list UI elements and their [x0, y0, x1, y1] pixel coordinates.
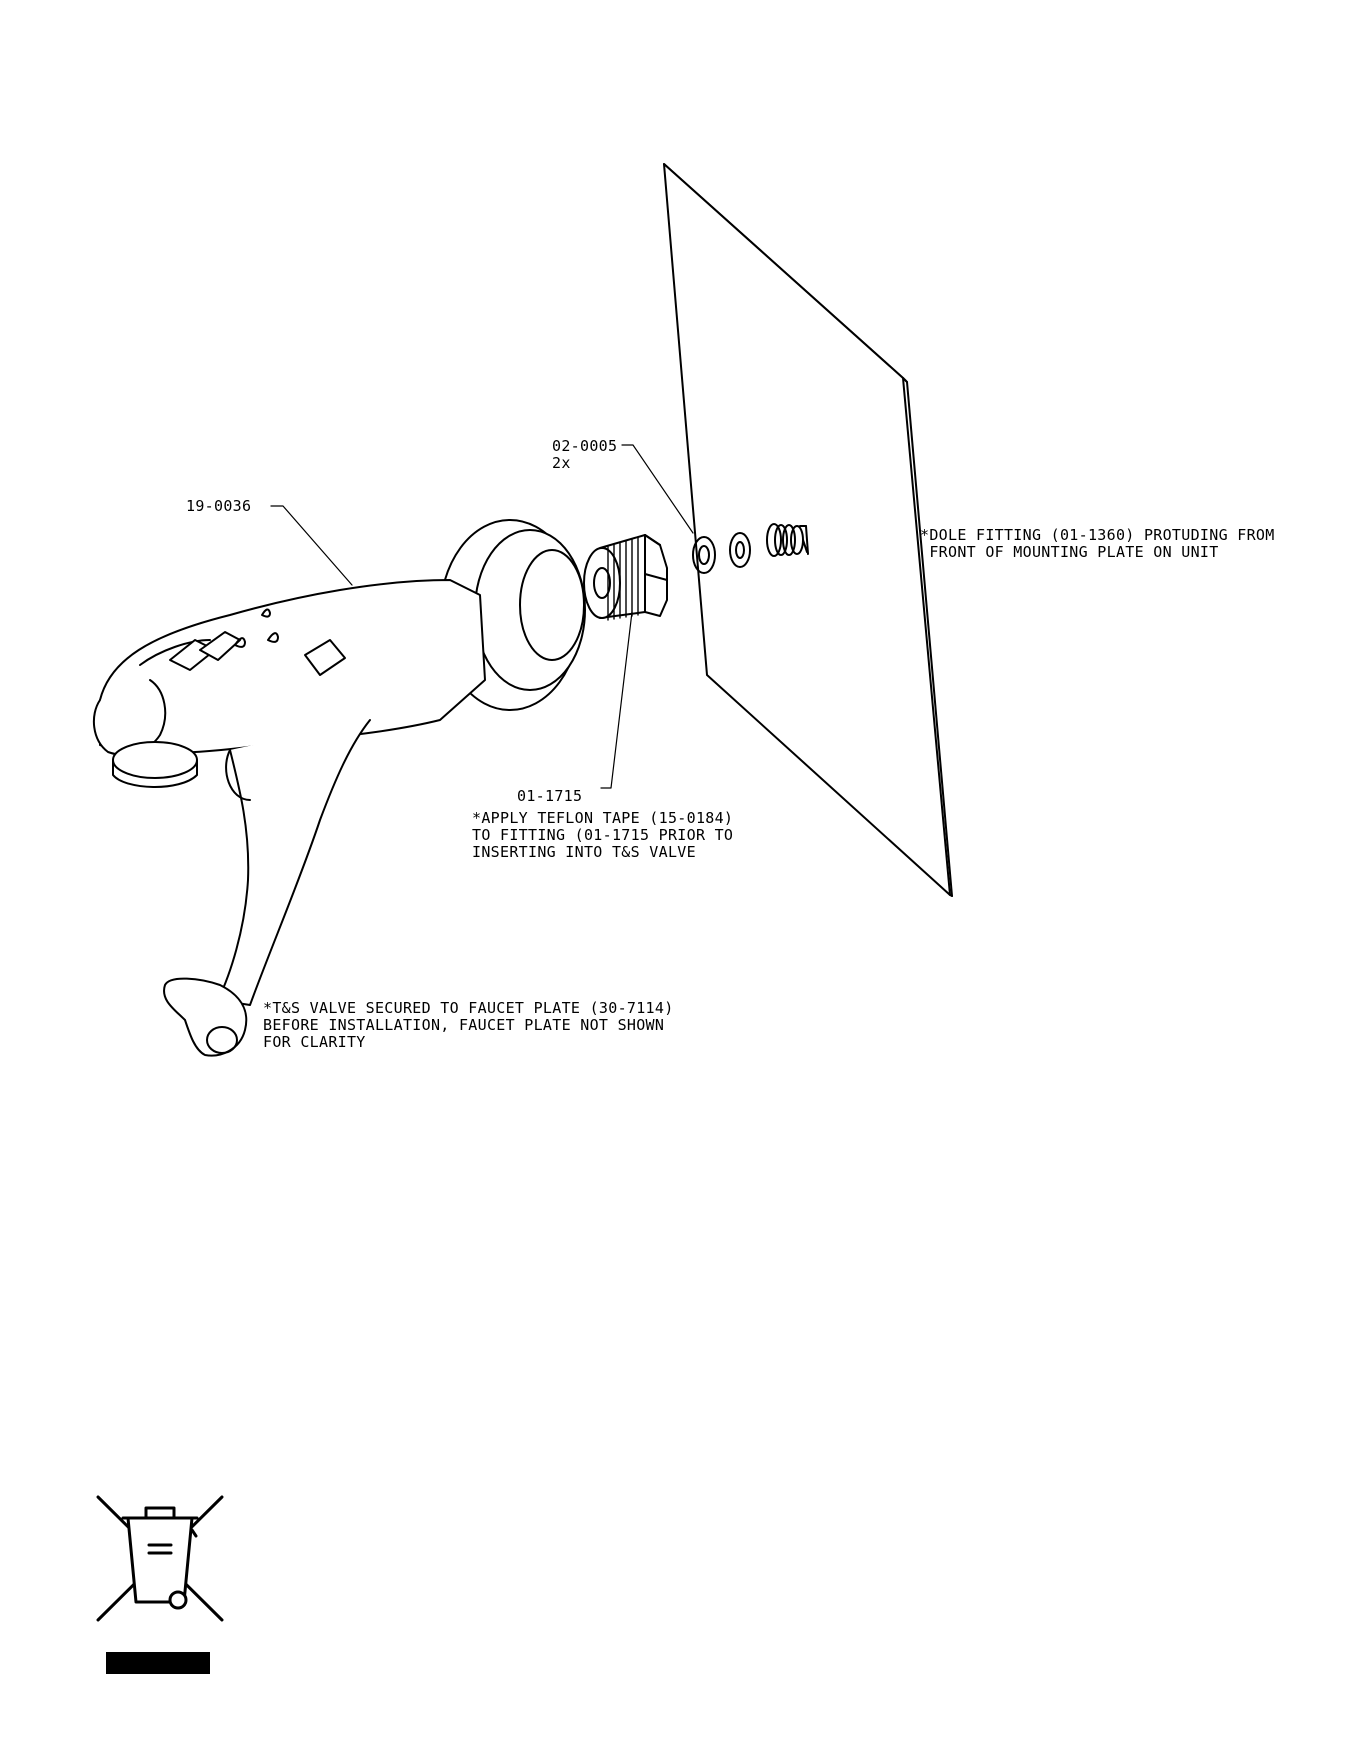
part-label-valve: 19-0036: [186, 498, 251, 515]
note-line: *APPLY TEFLON TAPE (15-0184): [472, 810, 733, 827]
ts-valve: [94, 520, 585, 1056]
note-line: INSERTING INTO T&S VALVE: [472, 844, 733, 861]
weee-bar: [106, 1652, 210, 1674]
note-line: FOR CLARITY: [263, 1034, 674, 1051]
crossed-out-wheelie-bin-icon: [98, 1497, 222, 1620]
note-dole-fitting: *DOLE FITTING (01-1360) PROTUDING FROM F…: [920, 527, 1275, 561]
washer-quantity: 2x: [552, 455, 617, 472]
valve-part-number: 19-0036: [186, 498, 251, 515]
note-line: FRONT OF MOUNTING PLATE ON UNIT: [920, 544, 1275, 561]
note-line: *DOLE FITTING (01-1360) PROTUDING FROM: [920, 527, 1275, 544]
note-line: TO FITTING (01-1715 PRIOR TO: [472, 827, 733, 844]
note-line: *T&S VALVE SECURED TO FAUCET PLATE (30-7…: [263, 1000, 674, 1017]
threaded-fitting: [584, 535, 667, 620]
fitting-part-number: 01-1715: [517, 788, 582, 805]
part-label-washer: 02-0005 2x: [552, 438, 617, 472]
note-valve-secured: *T&S VALVE SECURED TO FAUCET PLATE (30-7…: [263, 1000, 674, 1051]
mounting-plate: [664, 164, 952, 896]
washer-part-number: 02-0005: [552, 438, 617, 455]
note-line: BEFORE INSTALLATION, FAUCET PLATE NOT SH…: [263, 1017, 674, 1034]
note-teflon-tape: *APPLY TEFLON TAPE (15-0184) TO FITTING …: [472, 810, 733, 861]
part-label-fitting: 01-1715: [517, 788, 582, 805]
